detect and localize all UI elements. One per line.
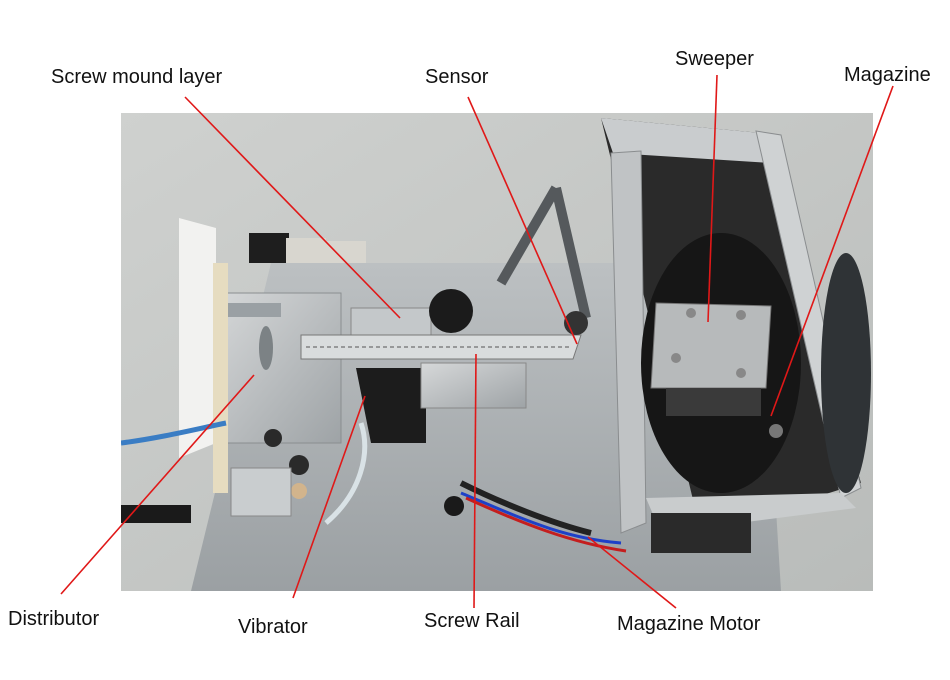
label-distributor: Distributor — [8, 608, 100, 630]
label-sensor: Sensor — [425, 66, 489, 88]
label-magazine: Magazine — [844, 64, 931, 86]
label-magazine-motor: Magazine Motor — [617, 613, 761, 635]
label-vibrator: Vibrator — [238, 616, 308, 638]
label-screw-mound-layer: Screw mound layer — [51, 66, 223, 88]
label-screw-rail: Screw Rail — [424, 610, 520, 632]
machine-photo — [121, 113, 873, 591]
label-sweeper: Sweeper — [675, 48, 754, 70]
